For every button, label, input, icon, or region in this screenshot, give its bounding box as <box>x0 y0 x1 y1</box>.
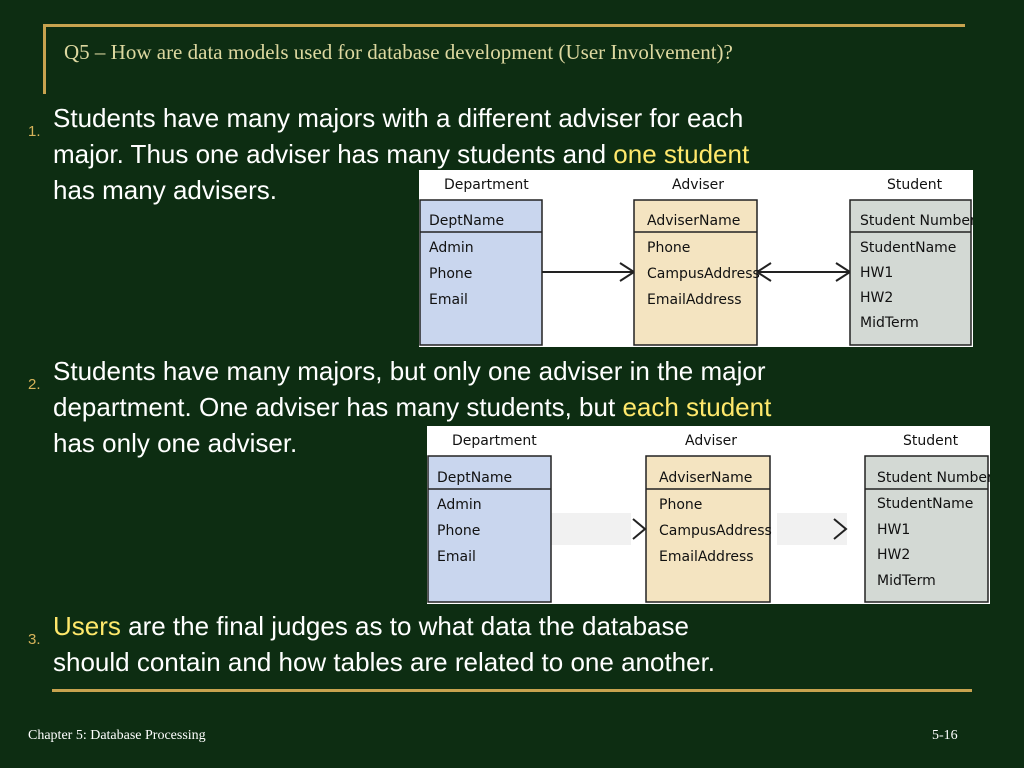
bullet-line-text: are the final judges as to what data the… <box>120 611 689 641</box>
bullet-number: 1. <box>28 123 41 140</box>
footer-chapter: Chapter 5: Database Processing <box>28 728 206 743</box>
er-diagram-1-svg: Department DeptName Admin Phone Email Ad… <box>419 177 976 346</box>
entity-header: Student <box>903 433 959 449</box>
bullet-text: Users are the final judges as to what da… <box>53 608 1003 680</box>
highlight-text: Users <box>53 611 121 641</box>
er-diagram-1: Department DeptName Admin Phone Email Ad… <box>419 170 976 347</box>
bullet-number: 3. <box>28 631 41 648</box>
highlight-text: one student <box>613 139 750 169</box>
title-frame-top <box>43 24 965 27</box>
entity-field: Phone <box>437 523 480 539</box>
entity-field: Admin <box>429 240 474 256</box>
relationship-area <box>777 513 847 545</box>
entity-field: EmailAddress <box>647 292 742 308</box>
bullet-line: has many advisers. <box>53 175 277 205</box>
entity-field: HW1 <box>877 522 910 538</box>
entity-header: Adviser <box>685 433 737 449</box>
entity-header: Department <box>452 433 537 449</box>
entity-field: StudentName <box>860 240 956 256</box>
highlight-text: each student <box>622 392 772 422</box>
entity-field: Phone <box>429 266 472 282</box>
title-frame-left <box>43 24 46 94</box>
bullet-line: Users are the final judges as to what da… <box>53 608 1003 644</box>
entity-field: HW2 <box>877 547 910 563</box>
bullet-line: should contain and how tables are relate… <box>53 647 716 677</box>
entity-department: Department DeptName Admin Phone Email <box>419 177 543 346</box>
entity-student: Student Student Number StudentName HW1 H… <box>864 433 993 603</box>
relationship-area <box>551 513 631 545</box>
entity-key: AdviserName <box>647 213 740 229</box>
entity-field: HW2 <box>860 290 893 306</box>
er-diagram-2-svg: Department DeptName Admin Phone Email Ad… <box>427 433 993 603</box>
entity-key: DeptName <box>429 213 504 229</box>
bullet-text: Students have many majors, but only one … <box>53 353 1003 461</box>
bullet-line: has only one adviser. <box>53 428 298 458</box>
bullet-line-text: department. One adviser has many student… <box>53 392 623 422</box>
entity-adviser: Adviser AdviserName Phone CampusAddress … <box>645 433 772 603</box>
bullet-line: Students have many majors with a differe… <box>53 103 744 133</box>
entity-header: Adviser <box>672 177 724 193</box>
entity-field: Admin <box>437 497 482 513</box>
entity-field: StudentName <box>877 496 973 512</box>
entity-key: Student Number <box>860 213 973 229</box>
entity-field: CampusAddress <box>647 266 760 282</box>
entity-field: Phone <box>647 240 690 256</box>
crows-foot-many <box>833 518 848 540</box>
entity-field: Email <box>437 549 476 565</box>
bullet-number: 2. <box>28 376 41 393</box>
entity-student: Student Student Number StudentName HW1 H… <box>849 177 976 346</box>
footer-divider <box>52 689 972 692</box>
bullet-line: department. One adviser has many student… <box>53 389 1003 425</box>
bullet-line: major. Thus one adviser has many student… <box>53 136 1003 172</box>
footer-page-number: 5-16 <box>932 728 958 743</box>
entity-field: Phone <box>659 497 702 513</box>
entity-field: MidTerm <box>860 315 919 331</box>
entity-field: Email <box>429 292 468 308</box>
entity-field: MidTerm <box>877 573 936 589</box>
entity-field: HW1 <box>860 265 893 281</box>
bullet-line: Students have many majors, but only one … <box>53 356 766 386</box>
crows-foot-many <box>632 518 647 540</box>
bullet-text: Students have many majors with a differe… <box>53 100 1003 208</box>
er-diagram-2: Department DeptName Admin Phone Email Ad… <box>427 426 993 604</box>
entity-key: AdviserName <box>659 470 752 486</box>
entity-header: Department <box>444 177 529 193</box>
entity-field: EmailAddress <box>659 549 754 565</box>
entity-field: CampusAddress <box>659 523 772 539</box>
entity-key: Student Number <box>877 470 990 486</box>
entity-department: Department DeptName Admin Phone Email <box>427 433 552 603</box>
entity-key: DeptName <box>437 470 512 486</box>
slide-title: Q5 – How are data models used for databa… <box>64 40 733 64</box>
bullet-line-text: major. Thus one adviser has many student… <box>53 139 614 169</box>
entity-header: Student <box>887 177 943 193</box>
entity-adviser: Adviser AdviserName Phone CampusAddress … <box>633 177 760 346</box>
